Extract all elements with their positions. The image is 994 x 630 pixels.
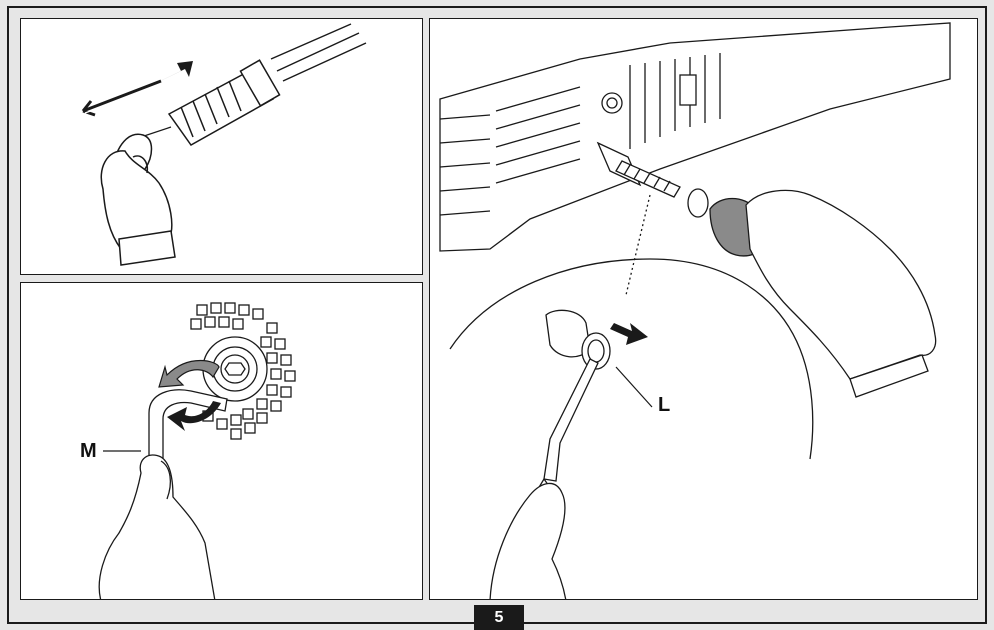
hex-key-illustration xyxy=(98,302,296,599)
panel-nozzle-cleaning xyxy=(20,18,423,275)
panel-hex-key xyxy=(20,282,423,600)
filter-grid xyxy=(190,302,296,440)
inlet-filter-illustration xyxy=(439,22,951,599)
nozzle-cleaning-illustration xyxy=(81,23,367,266)
callout-m: M xyxy=(80,440,97,462)
double-arrow-icon xyxy=(81,61,193,117)
rotate-arrow-icon xyxy=(158,360,221,431)
leader-line-l xyxy=(615,366,653,408)
arrow-right-icon xyxy=(610,323,648,345)
callout-l: L xyxy=(658,394,671,416)
panel-inlet-filter xyxy=(429,18,978,600)
page-number-badge: 5 xyxy=(474,605,524,630)
